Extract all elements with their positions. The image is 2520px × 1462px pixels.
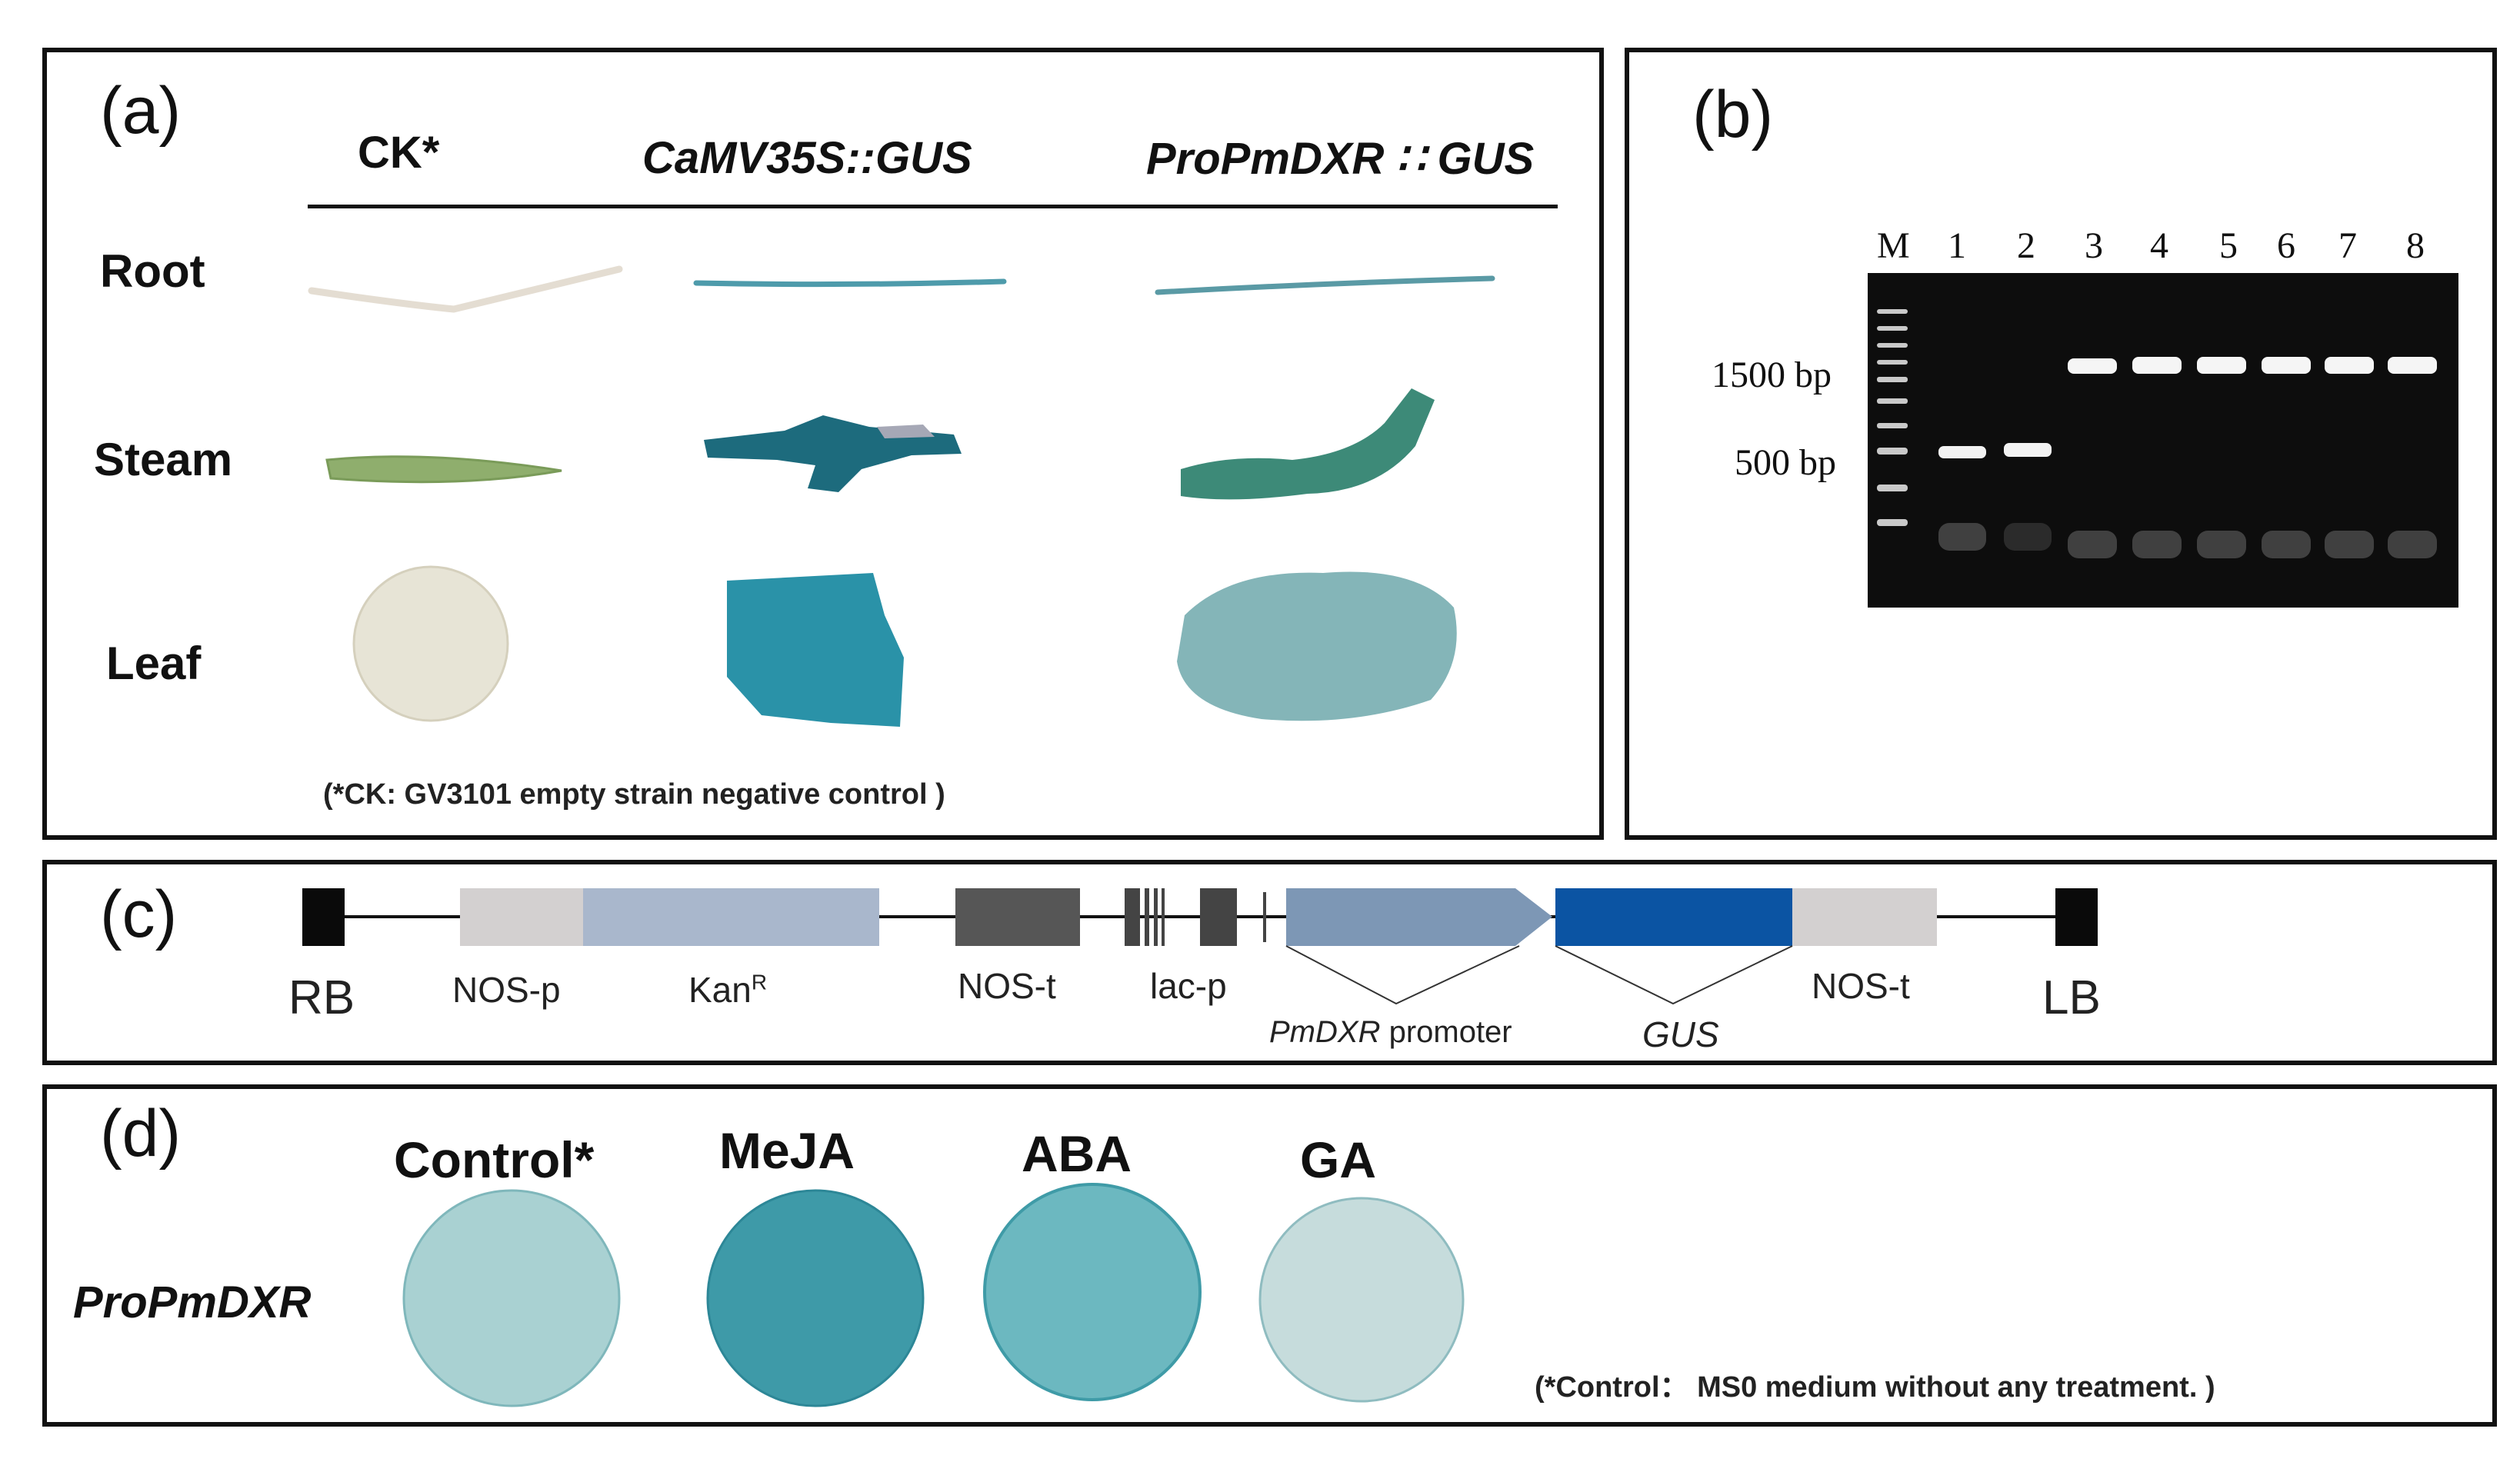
band-lane-6 (2262, 357, 2311, 374)
nos-t-element-2 (1792, 888, 1937, 946)
leaf-disc-ga (1258, 1197, 1465, 1403)
promoter-word: promoter (1380, 1015, 1512, 1049)
nos-t-label-2: NOS-t (1812, 966, 1910, 1006)
band-lane-4 (2132, 357, 2182, 374)
kan-r-superscript: R (751, 970, 768, 994)
column-header-ck: CK* (358, 128, 440, 178)
ck-root-image (308, 265, 623, 313)
lac-p-element (1125, 888, 1266, 946)
column-header-camv35s-gus: CaMV35S::GUS (642, 133, 972, 183)
lane-label-7: 7 (2338, 225, 2357, 266)
treatment-label-aba: ABA (1022, 1125, 1132, 1182)
column-header-propmdxr-gus: ProPmDXR ∷ GUS (1146, 134, 1535, 184)
lane-label-5: 5 (2219, 225, 2238, 266)
lb-border (2055, 888, 2098, 946)
propmdxr-root-image (1155, 275, 1495, 295)
rb-label: RB (288, 971, 355, 1024)
lane-label-3: 3 (2085, 225, 2103, 266)
leaf-disc-meja (706, 1189, 925, 1407)
promoter-gene-name: PmDXR (1269, 1015, 1381, 1049)
leaf-disc-aba (983, 1183, 1202, 1401)
lane-label-6: 6 (2277, 225, 2295, 266)
kan-r-element (583, 888, 879, 946)
nos-p-element (460, 888, 583, 946)
ck-leaf-disc (352, 565, 509, 722)
band-lane-2 (2004, 443, 2052, 457)
panel-b-label: (b) (1692, 78, 1774, 152)
lb-label: LB (2042, 971, 2101, 1024)
lane-label-8: 8 (2406, 225, 2425, 266)
panel-a-footnote: (*CK: GV3101 empty strain negative contr… (323, 778, 945, 811)
lane-label-4: 4 (2150, 225, 2168, 266)
camv35s-root-image (693, 278, 1007, 288)
camv35s-leaf-image (727, 573, 904, 727)
lane-label-m: M (1877, 225, 1910, 266)
gus-gene-label: GUS (1642, 1014, 1719, 1054)
promoter-label: PmDXR promoter (1269, 1015, 1512, 1050)
panel-d-label: (d) (100, 1097, 182, 1171)
rb-border (302, 888, 345, 946)
treatment-label-control: Control* (394, 1131, 595, 1188)
row-label-root: Root (100, 245, 205, 297)
nos-p-label: NOS-p (452, 970, 561, 1010)
kan-r-text: Kan (688, 970, 752, 1010)
treatment-label-ga: GA (1300, 1131, 1376, 1188)
kan-r-label: KanR (688, 969, 767, 1011)
camv35s-stem-fragment (877, 425, 935, 438)
panel-d-footnote: (*Control： MS0 medium without any treatm… (1535, 1371, 2215, 1404)
band-lane-1 (1938, 446, 1986, 458)
treatment-label-meja: MeJA (719, 1122, 855, 1179)
lane-label-1: 1 (1948, 225, 1966, 266)
band-lane-5 (2197, 357, 2246, 374)
panel-c-label: (c) (100, 878, 178, 951)
lac-p-label: lac-p (1150, 966, 1227, 1006)
ladder-bands (1877, 309, 1908, 526)
promoter-bracket (1285, 945, 1520, 1005)
primer-smears (1938, 523, 2437, 558)
ck-stem-image (325, 455, 562, 484)
marker-1500bp-label: 1500 bp (1712, 355, 1832, 395)
propmdxr-stem-image (1181, 388, 1435, 500)
band-lane-3 (2068, 358, 2117, 374)
lane-label-2: 2 (2017, 225, 2035, 266)
row-label-steam: Steam (94, 434, 233, 485)
gus-element (1555, 888, 1792, 946)
marker-500bp-label: 500 bp (1735, 442, 1836, 483)
propmdxr-leaf-image (1177, 571, 1457, 721)
row-label-propmdxr: ProPmDXR (73, 1277, 312, 1327)
nos-t-label-1: NOS-t (958, 966, 1056, 1006)
band-lane-8 (2388, 357, 2437, 374)
header-rule (308, 205, 1558, 208)
gus-bracket (1555, 945, 1793, 1005)
leaf-disc-control (402, 1189, 621, 1407)
panel-a-label: (a) (100, 74, 182, 148)
nos-t-element-1 (955, 888, 1080, 946)
promoter-element (1286, 888, 1552, 946)
band-lane-7 (2325, 357, 2374, 374)
row-label-leaf: Leaf (106, 638, 202, 689)
